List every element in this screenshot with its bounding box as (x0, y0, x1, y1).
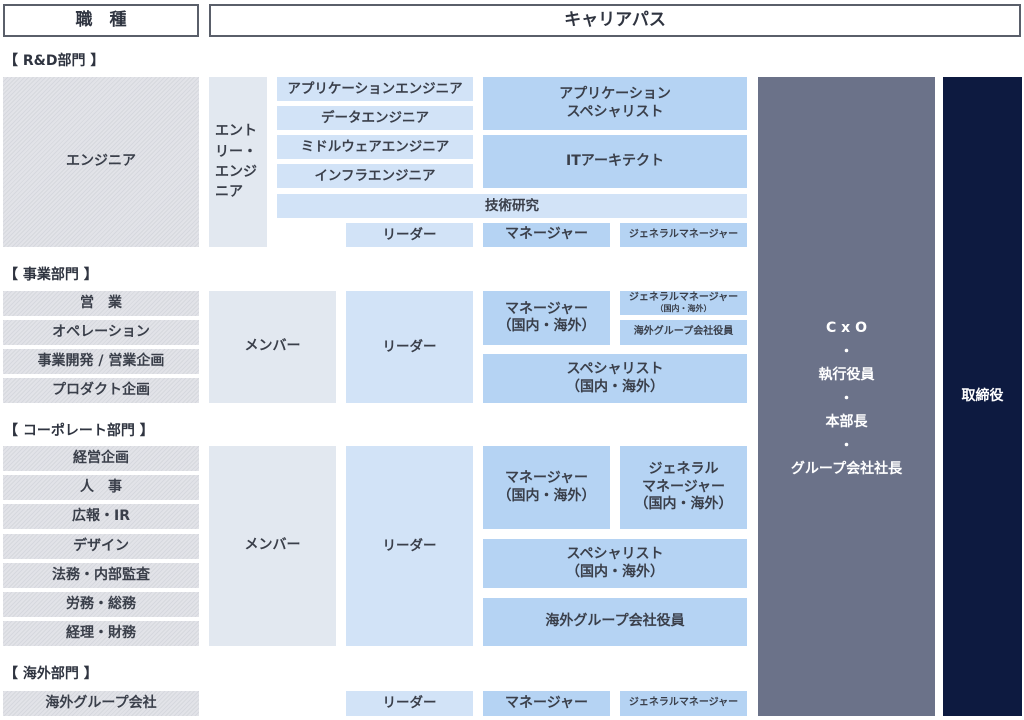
rd-manager: マネージャー (483, 223, 610, 247)
executive-cxo: C x O (826, 320, 867, 336)
job-overseas-group: 海外グループ会社 (3, 691, 199, 716)
overseas-leader: リーダー (346, 691, 473, 716)
track-data-engineer: データエンジニア (277, 106, 473, 130)
job-design: デザイン (3, 534, 199, 559)
track-infra-engineer: インフラエンジニア (277, 164, 473, 188)
corporate-overseas-officer: 海外グループ会社役員 (483, 598, 747, 646)
business-general-manager: ジェネラルマネージャー （国内・海外） (620, 291, 747, 315)
header-career-path: キャリアパス (209, 4, 1021, 37)
overseas-general-manager: ジェネラルマネージャー (620, 691, 747, 716)
executive-sep: ・ (839, 343, 854, 360)
executive-sep: ・ (839, 390, 854, 407)
track-middleware-engineer: ミドルウェアエンジニア (277, 135, 473, 159)
section-label-business: 【 事業部門 】 (4, 267, 98, 283)
tech-research: 技術研究 (277, 194, 747, 218)
business-manager: マネージャー （国内・海外） (483, 291, 610, 345)
application-specialist: アプリケーション スペシャリスト (483, 77, 747, 130)
executive-column: C x O ・ 執行役員 ・ 本部長 ・ グループ会社社長 (758, 77, 935, 716)
corporate-general-manager: ジェネラル マネージャー （国内・海外） (620, 446, 747, 529)
job-pr-ir: 広報・IR (3, 504, 199, 529)
business-gm-label: ジェネラルマネージャー (628, 291, 739, 303)
business-specialist: スペシャリスト （国内・海外） (483, 354, 747, 403)
rd-leader: リーダー (346, 223, 473, 247)
entry-engineer: エント リー・ エンジ ニア (209, 77, 267, 247)
job-legal: 法務・内部監査 (3, 563, 199, 588)
job-accounting: 経理・財務 (3, 621, 199, 646)
job-biz-dev: 事業開発 / 営業企画 (3, 349, 199, 374)
corporate-member: メンバー (209, 446, 336, 646)
corporate-specialist: スペシャリスト （国内・海外） (483, 539, 747, 588)
business-leader: リーダー (346, 291, 473, 403)
executive-division-head: 本部長 (825, 414, 868, 430)
track-application-engineer: アプリケーションエンジニア (277, 77, 473, 101)
overseas-manager: マネージャー (483, 691, 610, 716)
job-sales: 営 業 (3, 291, 199, 316)
job-corp-planning: 経営企画 (3, 446, 199, 471)
business-member: メンバー (209, 291, 336, 403)
board-of-directors: 取締役 (943, 77, 1022, 716)
job-hr: 人 事 (3, 475, 199, 500)
section-label-rd: 【 R&D部門 】 (4, 53, 105, 69)
executive-sep: ・ (839, 437, 854, 454)
executive-officer: 執行役員 (818, 367, 875, 383)
job-engineer: エンジニア (3, 77, 199, 247)
executive-group-president: グループ会社社長 (790, 461, 903, 477)
corporate-manager: マネージャー （国内・海外） (483, 446, 610, 529)
job-operations: オペレーション (3, 320, 199, 345)
it-architect: ITアーキテクト (483, 135, 747, 188)
job-product-planning: プロダクト企画 (3, 378, 199, 403)
rd-general-manager: ジェネラルマネージャー (620, 223, 747, 247)
header-job-type: 職 種 (3, 4, 199, 37)
corporate-leader: リーダー (346, 446, 473, 646)
business-gm-sub: （国内・海外） (655, 304, 712, 314)
section-label-overseas: 【 海外部門 】 (4, 666, 98, 682)
business-overseas-officer: 海外グループ会社役員 (620, 320, 747, 345)
section-label-corporate: 【 コーポレート部門 】 (4, 423, 154, 439)
job-general-affairs: 労務・総務 (3, 592, 199, 617)
